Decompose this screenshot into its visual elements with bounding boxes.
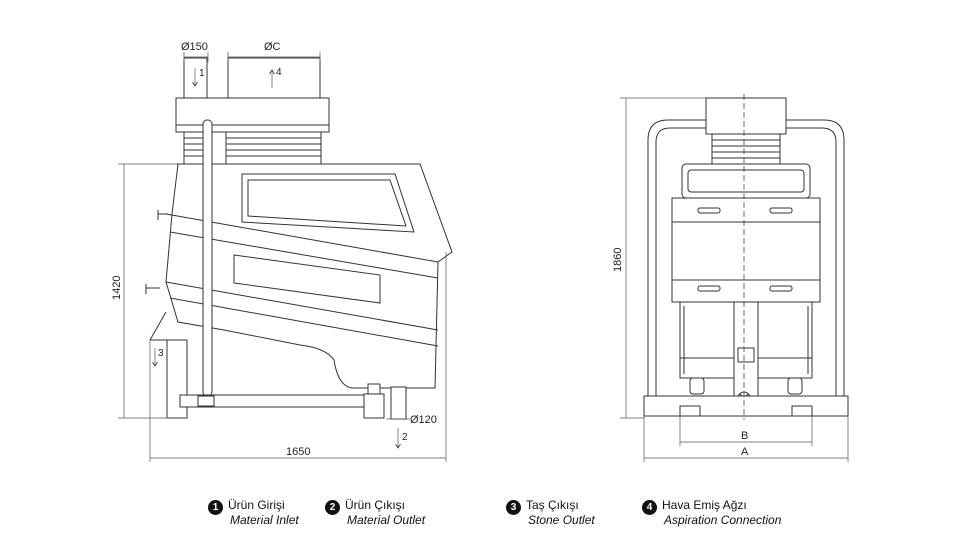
- legend-aspiration-connection: 4 Hava Emiş Ağzı Aspiration Connection: [642, 498, 781, 528]
- bellows-right: [225, 131, 322, 165]
- legend-number-badge: 3: [506, 500, 521, 515]
- legend-material-outlet: 2 Ürün Çıkışı Material Outlet: [325, 498, 425, 528]
- inspection-window-upper: [241, 173, 415, 233]
- aspiration-duct: [227, 57, 321, 99]
- front-view: [643, 94, 849, 420]
- marker-stone: 3: [158, 348, 164, 359]
- side-view-dimensions: [118, 52, 447, 462]
- dim-b-label: B: [741, 430, 748, 442]
- dim-length-label: 1650: [286, 446, 310, 458]
- front-hood: [681, 163, 811, 199]
- legend-label-tr: Hava Emiş Ağzı: [662, 498, 747, 512]
- top-housing: [175, 97, 330, 133]
- front-base: [643, 395, 849, 417]
- legend-material-inlet: 1 Ürün Girişi Material Inlet: [208, 498, 299, 528]
- bellows-left: [183, 131, 205, 165]
- inspection-window-lower: [233, 254, 381, 304]
- dim-height-side-label: 1420: [111, 276, 123, 300]
- front-body: [671, 197, 821, 303]
- legend-label-en: Material Inlet: [230, 513, 299, 527]
- machine-body: [165, 163, 453, 389]
- legend-label-tr: Taş Çıkışı: [526, 498, 579, 512]
- legend-label-en: Stone Outlet: [528, 513, 595, 527]
- legend-number-badge: 4: [642, 500, 657, 515]
- front-top-housing: [705, 97, 787, 135]
- dim-height-front-label: 1860: [612, 248, 624, 272]
- legend-stone-outlet: 3 Taş Çıkışı Stone Outlet: [506, 498, 595, 528]
- marker-inlet: 1: [199, 68, 205, 79]
- legend-label-tr: Ürün Girişi: [228, 498, 285, 512]
- legend-label-en: Aspiration Connection: [664, 513, 782, 527]
- dim-a-label: A: [741, 446, 749, 458]
- front-view-dimensions: [620, 97, 849, 462]
- legend-number-badge: 2: [325, 500, 340, 515]
- inlet-tube: [202, 119, 213, 397]
- dim-aspiration-label: ØC: [264, 41, 281, 53]
- legend-label-en: Material Outlet: [347, 513, 426, 527]
- marker-aspiration: 4: [276, 67, 282, 78]
- side-view: [145, 57, 453, 420]
- marker-outlet: 2: [402, 432, 408, 443]
- outlet-pipe: [390, 386, 407, 420]
- legend-label-tr: Ürün Çıkışı: [345, 498, 406, 512]
- dim-inlet-label: Ø150: [181, 41, 208, 53]
- legend-number-badge: 1: [208, 500, 223, 515]
- dim-outlet-label: Ø120: [410, 414, 437, 426]
